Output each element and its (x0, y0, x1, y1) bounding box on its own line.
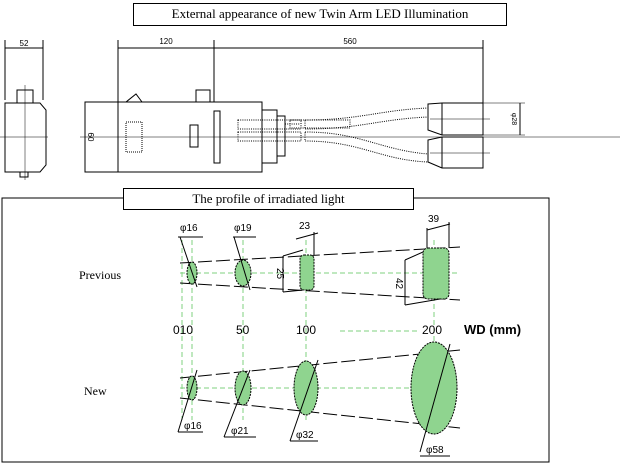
previous-spot-100 (299, 254, 315, 291)
previous-spot-200 (422, 247, 450, 300)
previous-label: φ19 (234, 223, 252, 234)
previous-label: 39 (428, 214, 440, 225)
axis-tick: 50 (236, 323, 250, 337)
previous-spot-50 (234, 259, 252, 287)
row-label-previous: Previous (79, 268, 121, 282)
new-label: φ58 (426, 445, 444, 456)
dim-side-width: 52 (20, 39, 29, 48)
row-label-new: New (84, 384, 107, 398)
dim-body-length: 120 (159, 37, 173, 46)
twin-arm-hoses (237, 107, 429, 163)
axis-label: WD (mm) (464, 322, 522, 337)
new-spot-200 (410, 341, 458, 435)
leader-lines (177, 222, 451, 457)
previous-label: 42 (393, 277, 405, 290)
dim-height: 60 (86, 133, 95, 142)
profile-graph (177, 222, 461, 457)
axis-tick: 200 (422, 323, 443, 337)
new-beam-lines (179, 349, 461, 429)
axis-tick: 100 (296, 323, 317, 337)
profile-title: The profile of irradiated light (123, 188, 414, 210)
light-heads: φ28 (427, 102, 525, 169)
header-title: External appearance of new Twin Arm LED … (133, 3, 507, 26)
main-body: 60 120 560 (80, 37, 620, 173)
previous-label: 25 (274, 267, 286, 280)
new-label: φ32 (296, 430, 314, 441)
previous-beam-lines (179, 246, 461, 301)
new-label: φ16 (184, 421, 202, 432)
side-view: 52 (0, 39, 48, 180)
new-label: φ21 (231, 426, 249, 437)
previous-label: 23 (299, 221, 311, 232)
dim-cable-length: 560 (343, 37, 357, 46)
new-spot-100 (293, 360, 319, 416)
axis-tick: 010 (173, 323, 194, 337)
previous-label: φ16 (180, 223, 198, 234)
dim-head-diameter: φ28 (510, 113, 517, 125)
